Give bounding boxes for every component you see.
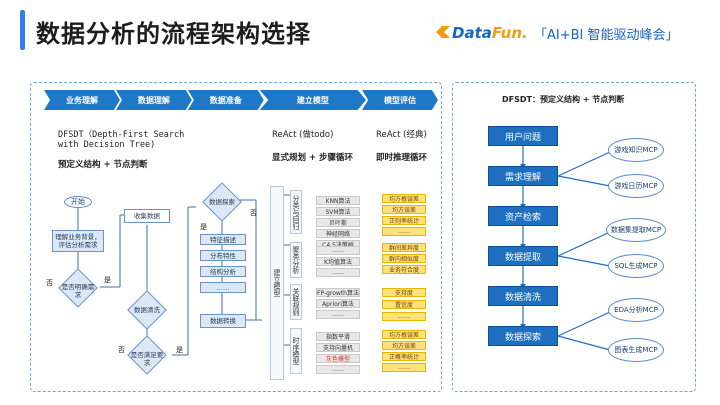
flow-clear: 是否明确需求 <box>61 283 95 299</box>
flow-transform: 数据转换 <box>200 314 246 328</box>
flow-dist: 分布特性 <box>200 250 246 261</box>
node-data-clean: 数据清洗 <box>488 286 558 306</box>
stage-data-prep: 数据准备 <box>187 90 264 110</box>
event-name: 「AI+BI 智能驱动峰会」 <box>534 28 679 43</box>
eval-2-2: 群内相似度 <box>382 254 426 263</box>
node-requirement: 需求理解 <box>488 166 558 186</box>
stage-evaluation: 模型评估 <box>362 90 438 110</box>
eval-4-4: …… <box>382 363 426 372</box>
logo-text-data: Data <box>452 24 492 42</box>
flow-meets: 是否满足要求 <box>130 351 164 367</box>
node-data-extract: 数据提取 <box>488 246 558 266</box>
eval-4-2: 均方误差 <box>382 341 426 350</box>
algo-knn: KNN算法 <box>316 196 360 205</box>
flow-yes-3: 是 <box>200 223 207 231</box>
model-column: 建立模型 <box>270 186 284 380</box>
algo-nn: 神经网络 <box>316 229 360 238</box>
flow-explore: 数据探索 <box>209 198 235 206</box>
logo-text-fun: Fun. <box>491 24 528 42</box>
eval-3-2: 置信度 <box>382 300 426 309</box>
group-timeseries: 时序模型 <box>290 328 302 374</box>
datafun-logo: DataFun. <box>452 24 528 42</box>
react-todo-label: ReAct (做todo) <box>272 130 334 140</box>
mcp-sql-gen: SQL生成MCP <box>608 254 664 278</box>
eval-3-3: …… <box>382 312 426 321</box>
eval-3-1: 支持度 <box>382 288 426 297</box>
group-clustering: 聚类分析 <box>290 242 302 278</box>
datafun-logo-icon <box>436 26 450 38</box>
flow-feat-desc: 特征描述 <box>200 234 246 245</box>
react-classic-label: ReAct (经典) <box>376 130 427 140</box>
group-classification: 分类与回归 <box>290 190 302 234</box>
dfsdt-desc-2: with Decision Tree) <box>58 140 156 150</box>
dfsdt-subtitle: 预定义结构 + 节点判断 <box>58 160 148 170</box>
assoc-dots: …… <box>316 310 360 319</box>
eval-1-4: …… <box>382 227 426 236</box>
group-association: 关联规则 <box>290 284 302 320</box>
mcp-game-knowledge: 游戏知识MCP <box>608 138 664 162</box>
algo-kmeans: K均值算法 <box>316 257 360 266</box>
react-todo-sub: 显式规划 + 步骤循环 <box>272 153 354 163</box>
flow-struct: 结构分析 <box>200 266 246 277</box>
eval-4-3: 正概率统计 <box>382 352 426 361</box>
algo-exp-smooth: 指数平滑 <box>316 332 360 341</box>
flow-yes-2: 是 <box>176 346 183 354</box>
mcp-game-calendar: 游戏日历MCP <box>608 174 664 198</box>
node-data-explore: 数据探索 <box>488 326 558 346</box>
react-classic-sub: 即时推理循环 <box>376 153 428 163</box>
mcp-chart-gen: 图表生成MCP <box>608 338 664 362</box>
cluster-dots-2: …… <box>316 268 360 277</box>
right-panel-title: DFSDT：预定义结构 + 节点判断 <box>502 95 625 104</box>
flow-no-1: 否 <box>46 279 53 287</box>
flow-no-2: 否 <box>118 346 125 354</box>
flow-understand: 理解业务背景，评估分析需求 <box>52 230 104 252</box>
page-title: 数据分析的流程架构选择 <box>36 20 311 48</box>
dfsdt-desc-1: DFSDT（Depth-First Search <box>58 130 185 140</box>
eval-2-3: 业务符合度 <box>382 265 426 274</box>
eval-1-2: 均方误差 <box>382 205 426 214</box>
eval-1-3: 正则率统计 <box>382 216 426 225</box>
node-asset-search: 资产检索 <box>488 206 558 226</box>
algo-svm: SVM算法 <box>316 207 360 216</box>
ts-dots: …… <box>316 365 360 374</box>
node-user-question: 用户问题 <box>488 126 558 146</box>
flow-collect: 收集数据 <box>124 209 170 223</box>
algo-apriori: Apriori算法 <box>316 299 360 308</box>
flow-clean: 数据清洗 <box>134 306 160 314</box>
eval-2-1: 群间差异度 <box>382 243 426 252</box>
stage-modeling: 建立模型 <box>259 90 367 110</box>
algo-fpgrowth: FP-growth算法 <box>316 288 360 297</box>
eval-1-1: 均方根误差 <box>382 194 426 203</box>
flow-no-3: 否 <box>250 209 257 217</box>
stage-data-understanding: 数据理解 <box>115 90 192 110</box>
flow-start: 开始 <box>64 196 92 208</box>
mcp-dataset-extract: 数据集提取MCP <box>606 218 666 242</box>
flow-dots: …… <box>200 282 246 293</box>
mcp-eda: EDA分析MCP <box>608 298 664 322</box>
stage-business: 业务理解 <box>44 90 120 110</box>
cluster-dots-1: …… <box>316 246 360 255</box>
algo-bayes: 贝叶斯 <box>316 218 360 227</box>
flow-yes-1: 是 <box>104 276 111 284</box>
algo-grey: 灰色模型 <box>316 354 360 363</box>
eval-4-1: 均方根误差 <box>382 330 426 339</box>
title-accent-bar <box>20 10 25 50</box>
algo-svr: 支持向量机 <box>316 343 360 352</box>
stage-bar: 业务理解 数据理解 数据准备 建立模型 模型评估 <box>44 90 438 110</box>
